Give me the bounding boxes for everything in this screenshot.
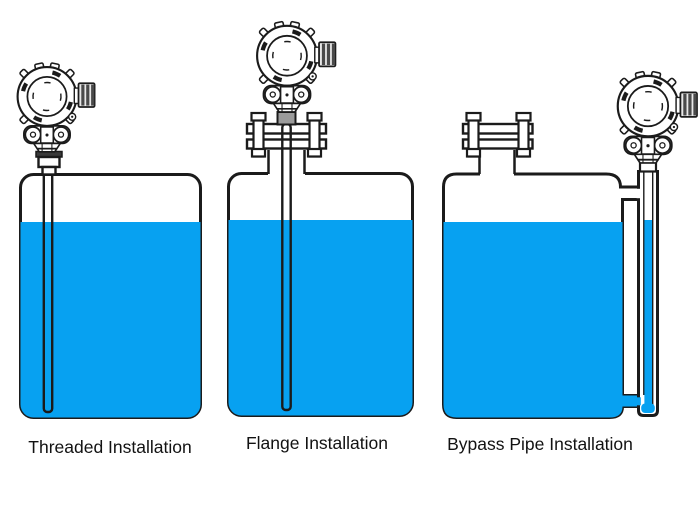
flange-bolt: [250, 111, 267, 158]
caption-bypass: Bypass Pipe Installation: [447, 434, 633, 454]
bypass-pipe: [636, 161, 659, 417]
caption-flange: Flange Installation: [246, 433, 388, 453]
flange-bolt: [515, 111, 532, 158]
blind-flange: [461, 111, 534, 176]
threaded-fitting: [35, 150, 63, 176]
liquid: [20, 222, 201, 418]
level-transmitter-icon: [615, 71, 697, 163]
level-transmitter-icon: [15, 63, 94, 152]
pipe-collar: [638, 161, 658, 173]
diagram-flange: Flange Installation: [227, 21, 414, 453]
pipe-liquid: [644, 220, 652, 410]
flange-bolt: [306, 111, 323, 158]
level-transmitter-icon: [255, 21, 336, 112]
caption-threaded: Threaded Installation: [28, 437, 191, 457]
diagram-threaded: Threaded Installation: [15, 63, 202, 457]
flange-bolt: [465, 111, 482, 158]
liquid: [443, 222, 639, 418]
liquid: [228, 220, 413, 416]
diagram-bypass: Bypass Pipe Installation: [442, 71, 697, 454]
transmitter-neck: [276, 111, 297, 126]
